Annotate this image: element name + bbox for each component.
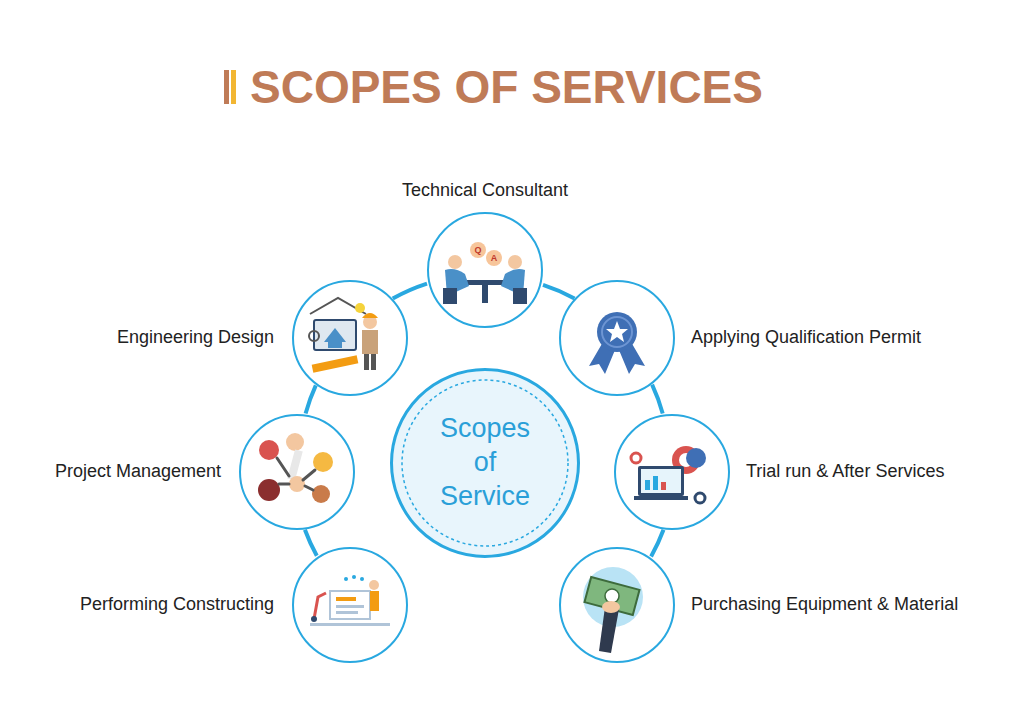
title-bar [224,70,229,104]
icon-part [686,448,706,468]
center-fill [392,370,578,556]
icon-part [312,485,330,503]
icon-part [311,616,317,622]
service-label: Project Management [55,461,221,483]
ring-connector [393,284,427,299]
icon-part [309,331,319,341]
service-label: Purchasing Equipment & Material [691,594,958,616]
center-label: Scopes of Service [429,412,541,513]
service-label: Applying Qualification Permit [691,327,921,349]
construct-icon [310,575,390,626]
icon-part [336,611,358,614]
icon-part [602,601,620,613]
icon-part [615,415,729,529]
icon-part [606,321,628,342]
service-circle: Engineering Design [292,280,408,396]
icon-part [364,354,369,370]
ring-connector [305,530,317,556]
icon-part [482,285,488,303]
ring-connector [306,385,316,413]
icon-part [293,281,407,395]
icon-part [645,480,650,490]
service-label: Engineering Design [117,327,274,349]
icon-part [370,591,379,611]
service-circle: Technical Consultant [427,212,543,328]
service-label: Technical Consultant [402,180,568,202]
icon-part [336,597,356,601]
icon-part [310,623,390,626]
service-circle: Applying Qualification Permit [559,280,675,396]
icon-part [641,469,681,493]
engineering-icon [309,298,378,373]
service-circle: Purchasing Equipment & Material [559,547,675,663]
service-label: Performing Constructing [80,594,274,616]
icon-part [631,453,641,463]
icon-part [314,320,356,350]
icon-part [513,288,527,304]
ring-connector [651,530,663,557]
icon-part [330,591,370,619]
icon-part [560,548,674,662]
ring-connector [652,385,663,414]
icon-part [344,577,348,581]
purchase-icon [583,567,643,653]
icon-part [293,548,407,662]
page-title: SCOPES OF SERVICES [250,60,763,115]
icon-part [355,303,365,313]
icon-part [428,213,542,327]
icon-part [605,589,619,603]
icon-part [448,255,462,269]
service-label: Trial run & After Services [746,461,944,483]
consultant-icon [443,242,527,304]
circle-fills [240,213,729,662]
icon-part [597,312,637,352]
project-icon [258,433,333,503]
icon-part [634,496,688,500]
icon-part [362,330,378,354]
center-circle: Scopes of Service [390,368,580,558]
trial-icon [631,446,706,503]
icon-part [369,580,379,590]
icon-part [560,281,674,395]
icon-part [277,458,315,490]
icon-part [584,577,639,615]
icon-part [486,250,502,266]
icon-part [310,298,366,314]
icon-part [362,313,378,318]
icon-part [352,575,356,579]
icon-part [695,493,705,503]
icon-part [443,288,457,304]
icon-part [371,354,376,370]
service-circle: Project Management [239,414,355,530]
bubble-letter: A [488,252,500,264]
icon-part [258,479,280,501]
icon-part [508,255,522,269]
center-dashed-ring [402,380,568,546]
ring-connector [543,285,575,299]
icon-part [324,328,346,342]
icon-part [312,355,359,372]
bubble-letter: Q [472,244,484,256]
service-circle: Trial run & After Services [614,414,730,530]
icon-part [328,340,342,348]
icon-part [360,577,364,581]
title-bar [231,70,236,104]
icon-part [638,466,684,496]
icon-part [661,482,666,490]
icon-part [336,605,364,608]
icon-part [653,476,658,490]
icon-part [286,433,304,451]
icon-part [240,415,354,529]
badge-icon [589,312,645,374]
icon-part [470,242,486,258]
icon-part [602,317,632,347]
icon-part [314,593,326,619]
icon-part [463,280,507,285]
service-circle: Performing Constructing [292,547,408,663]
